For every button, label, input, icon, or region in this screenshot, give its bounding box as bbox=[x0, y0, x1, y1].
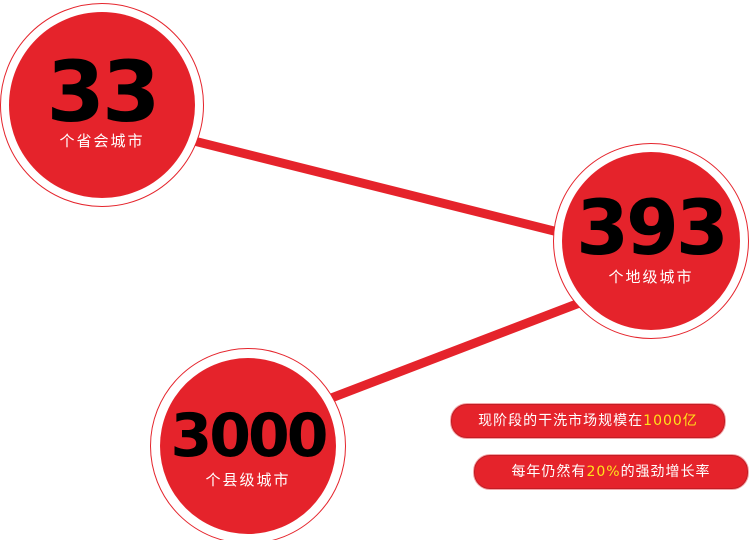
connector-line-provincial-to-prefecture bbox=[148, 125, 612, 250]
prefecture-cities-label: 个地级城市 bbox=[608, 268, 694, 286]
prefecture-cities-count: 393 bbox=[576, 183, 729, 272]
provincial-capitals-count: 33 bbox=[46, 43, 161, 141]
growth-rate-note-text: 每年仍然有 bbox=[511, 464, 587, 480]
connector-line-prefecture-to-county bbox=[298, 297, 584, 415]
market-size-note: 现阶段的干洗市场规模在1000亿 bbox=[451, 404, 725, 438]
county-cities-count: 3000 bbox=[170, 401, 329, 471]
county-cities-bubble: 3000 个县级城市 bbox=[160, 358, 336, 534]
growth-rate-highlight: 20% bbox=[586, 464, 621, 480]
provincial-capitals-bubble: 33 个省会城市 bbox=[9, 12, 195, 198]
growth-rate-note-suffix: 的强劲增长率 bbox=[620, 464, 711, 480]
county-cities-label: 个县级城市 bbox=[205, 471, 291, 489]
market-size-highlight: 1000亿 bbox=[643, 413, 698, 429]
market-size-note-text: 现阶段的干洗市场规模在 bbox=[478, 413, 644, 429]
provincial-capitals-label: 个省会城市 bbox=[59, 132, 145, 150]
growth-rate-note: 每年仍然有20%的强劲增长率 bbox=[474, 455, 748, 489]
prefecture-cities-bubble: 393 个地级城市 bbox=[562, 152, 740, 330]
